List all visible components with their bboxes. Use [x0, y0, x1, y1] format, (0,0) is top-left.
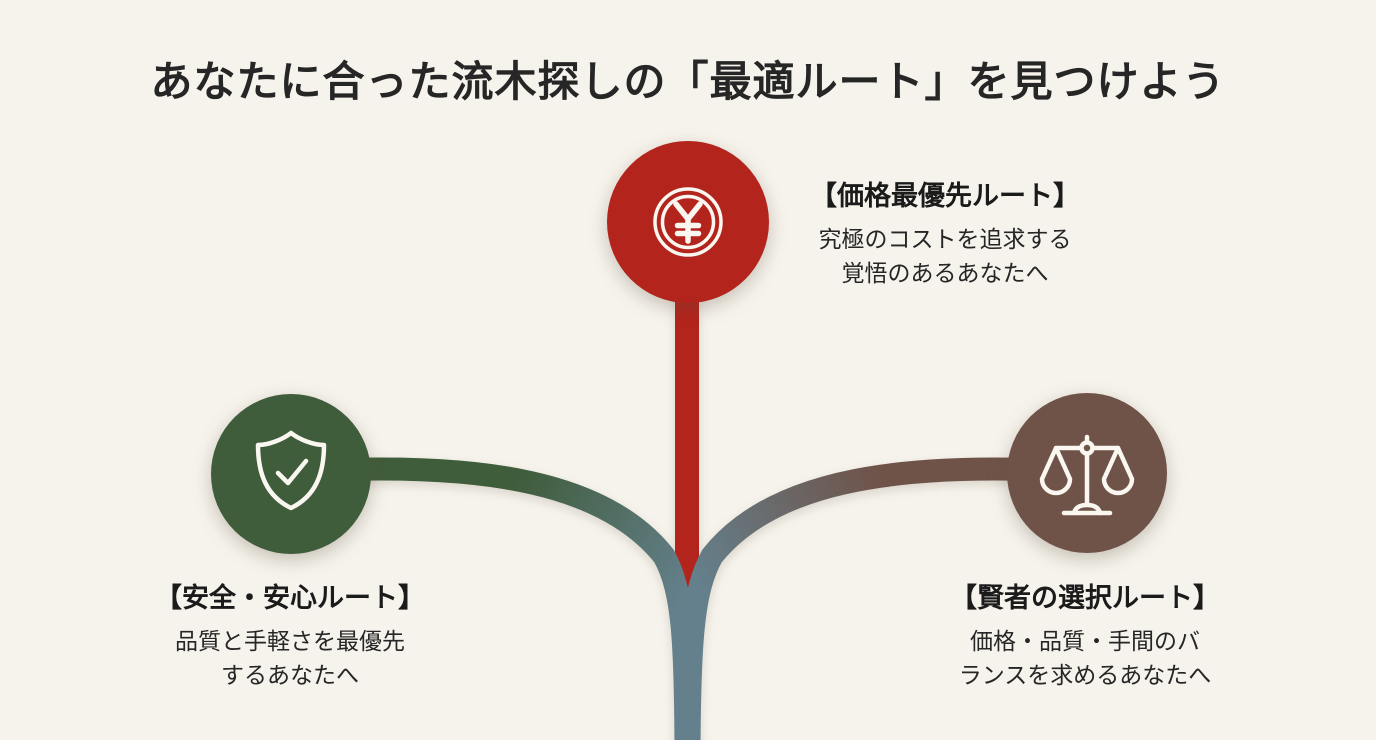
- price-route-desc-line1: 究極のコストを追求する: [818, 226, 1072, 252]
- safety-node-circle: [211, 394, 371, 554]
- price-route-heading: 【価格最優先ルート】: [810, 181, 1080, 211]
- wise-route-desc-line1: 価格・品質・手間のバ: [970, 628, 1200, 654]
- safety-route-desc-line2: するあなたへ: [221, 662, 359, 688]
- safety-route-node: [211, 394, 371, 554]
- page-title: あなたに合った流木探しの「最適ルート」を見つけよう: [150, 58, 1226, 105]
- yen-coin-icon: [653, 187, 723, 257]
- safety-route-desc-line1: 品質と手軽さを最優先: [175, 628, 405, 654]
- wise-branch: [677, 457, 1097, 740]
- wise-route-node: [1007, 393, 1167, 553]
- safety-route-heading: 【安全・安心ルート】: [155, 583, 425, 613]
- balance-scale-icon: [1039, 434, 1135, 516]
- wise-route-heading: 【賢者の選択ルート】: [950, 583, 1220, 613]
- wise-route-label: 【賢者の選択ルート】 価格・品質・手間のバ ランスを求めるあなたへ: [910, 576, 1260, 692]
- price-route-node: [607, 141, 769, 303]
- wise-route-desc-line2: ランスを求めるあなたへ: [958, 662, 1212, 688]
- safety-route-label: 【安全・安心ルート】 品質と手軽さを最優先 するあなたへ: [115, 576, 465, 692]
- price-route-desc-line2: 覚悟のあるあなたへ: [841, 260, 1049, 286]
- shield-check-icon: [255, 430, 327, 511]
- price-route-label: 【価格最優先ルート】 究極のコストを追求する 覚悟のあるあなたへ: [770, 174, 1120, 290]
